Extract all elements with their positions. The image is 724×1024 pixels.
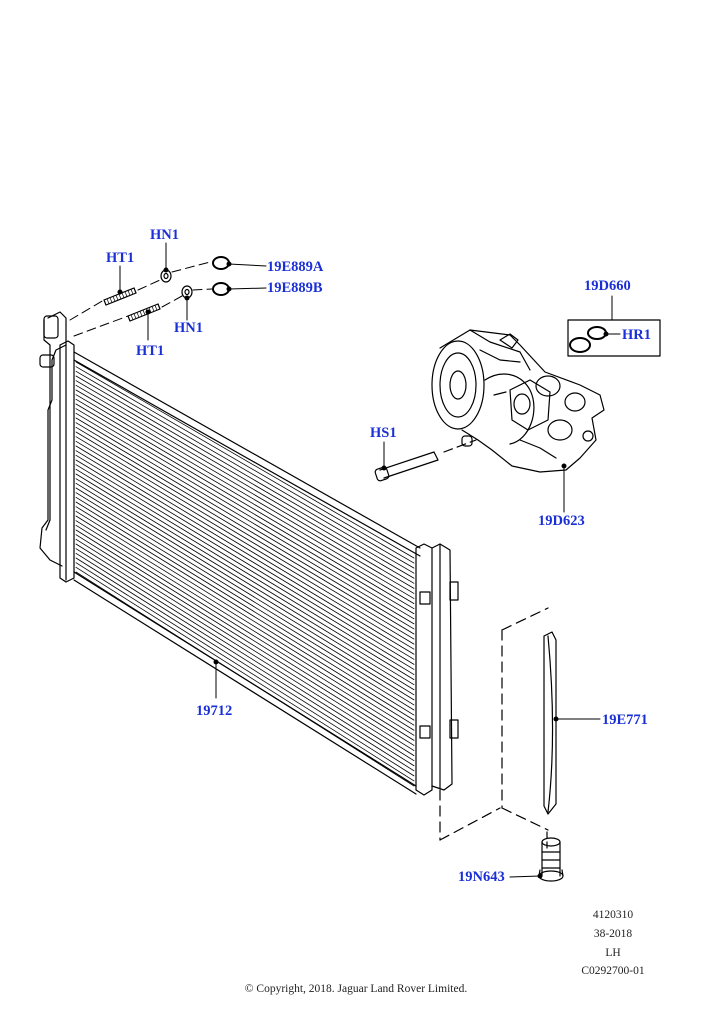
stud-thread: [124, 291, 128, 297]
condenser-fin: [75, 496, 415, 706]
condenser-fin: [75, 562, 415, 777]
condenser-fin: [75, 361, 415, 559]
compressor-illustration: [431, 329, 605, 473]
condenser-fin: [75, 515, 415, 726]
condenser-fin: [75, 543, 415, 756]
condenser-fin: [75, 529, 415, 741]
condenser-fin: [75, 571, 415, 787]
stud-thread: [127, 290, 131, 296]
condenser-fin: [75, 454, 415, 660]
figure-revision: 38-2018: [593, 928, 633, 940]
condenser-fin: [75, 403, 415, 604]
condenser-fin: [75, 557, 415, 772]
condenser-fin: [75, 524, 415, 736]
stud-thread: [109, 297, 113, 303]
callout-19712[interactable]: 19712: [196, 703, 233, 719]
figure-side: LH: [605, 947, 621, 959]
callout-19d623[interactable]: 19D623: [538, 513, 585, 529]
condenser-fin: [75, 398, 415, 599]
condenser-fin: [75, 468, 415, 675]
condenser-fin: [75, 492, 415, 701]
stud-thread: [106, 298, 110, 305]
condenser-fin: [75, 534, 415, 746]
condenser-fin: [75, 459, 415, 665]
callout-19e889a[interactable]: 19E889A: [267, 259, 324, 275]
condenser-fin: [75, 566, 415, 782]
condenser-fin: [75, 431, 415, 635]
condenser-fin: [75, 384, 415, 584]
stud-thread: [151, 306, 155, 312]
stud-thread: [148, 307, 152, 313]
condenser-fin: [75, 473, 415, 680]
condenser-fin: [75, 394, 415, 594]
condenser-fin: [75, 482, 415, 691]
leader-lines: [117, 242, 621, 879]
callout-ht1-upper[interactable]: HT1: [106, 250, 135, 266]
fittings-illustration: [69, 256, 230, 337]
condenser-fin: [75, 426, 415, 630]
callout-19d660[interactable]: 19D660: [584, 278, 631, 294]
plug-illustration: [538, 831, 564, 882]
callout-hs1[interactable]: HS1: [370, 425, 397, 441]
condenser-fin: [75, 375, 415, 574]
condenser-fin: [75, 450, 415, 655]
callout-hr1[interactable]: HR1: [622, 327, 651, 343]
condenser-fin: [75, 548, 415, 762]
condenser-fin: [75, 370, 415, 569]
condenser-fin: [75, 552, 415, 767]
callout-hn1-lower[interactable]: HN1: [174, 320, 203, 336]
condenser-fin: [75, 445, 415, 650]
stud-thread: [142, 309, 146, 316]
stud-thread: [130, 288, 134, 295]
callout-ht1-lower[interactable]: HT1: [136, 343, 165, 359]
stud-thread: [133, 313, 137, 319]
stud-thread: [118, 293, 122, 300]
condenser-fin: [75, 436, 415, 640]
stud-thread: [115, 294, 119, 301]
callout-19n643[interactable]: 19N643: [458, 869, 505, 885]
stud-thread: [112, 296, 116, 302]
condenser-fin: [75, 408, 415, 610]
stud-thread: [136, 312, 140, 318]
condenser-fin: [75, 506, 415, 716]
condenser-fin: [75, 417, 415, 620]
condenser-fin: [75, 422, 415, 625]
condenser-fin: [75, 487, 415, 696]
condenser-fin: [75, 464, 415, 670]
stud-thread: [121, 292, 125, 299]
condenser-fin: [75, 380, 415, 579]
condenser-fin: [75, 389, 415, 589]
condenser-fin: [75, 520, 415, 731]
oring-kit-illustration: [567, 319, 661, 357]
condenser-fin: [75, 510, 415, 721]
condenser-fin: [75, 478, 415, 686]
stud-thread: [154, 304, 158, 311]
figure-number: 4120310: [592, 909, 634, 921]
stud-thread: [139, 310, 143, 317]
copyright-notice: © Copyright, 2018. Jaguar Land Rover Lim…: [244, 983, 468, 995]
condenser-fin: [75, 501, 415, 711]
bolt-illustration: [374, 439, 477, 482]
stud-thread: [130, 314, 134, 321]
callout-hn1-upper[interactable]: HN1: [150, 227, 179, 243]
condenser-fin: [75, 440, 415, 645]
callout-19e771[interactable]: 19E771: [602, 712, 648, 728]
condenser-illustration: [39, 311, 459, 796]
callout-19e889b[interactable]: 19E889B: [267, 280, 323, 296]
figure-code: C0292700-01: [581, 965, 645, 977]
condenser-fin: [75, 412, 415, 615]
desiccant-filter-illustration: [439, 607, 557, 841]
condenser-fin: [75, 538, 415, 751]
condenser-fin: [75, 366, 415, 564]
